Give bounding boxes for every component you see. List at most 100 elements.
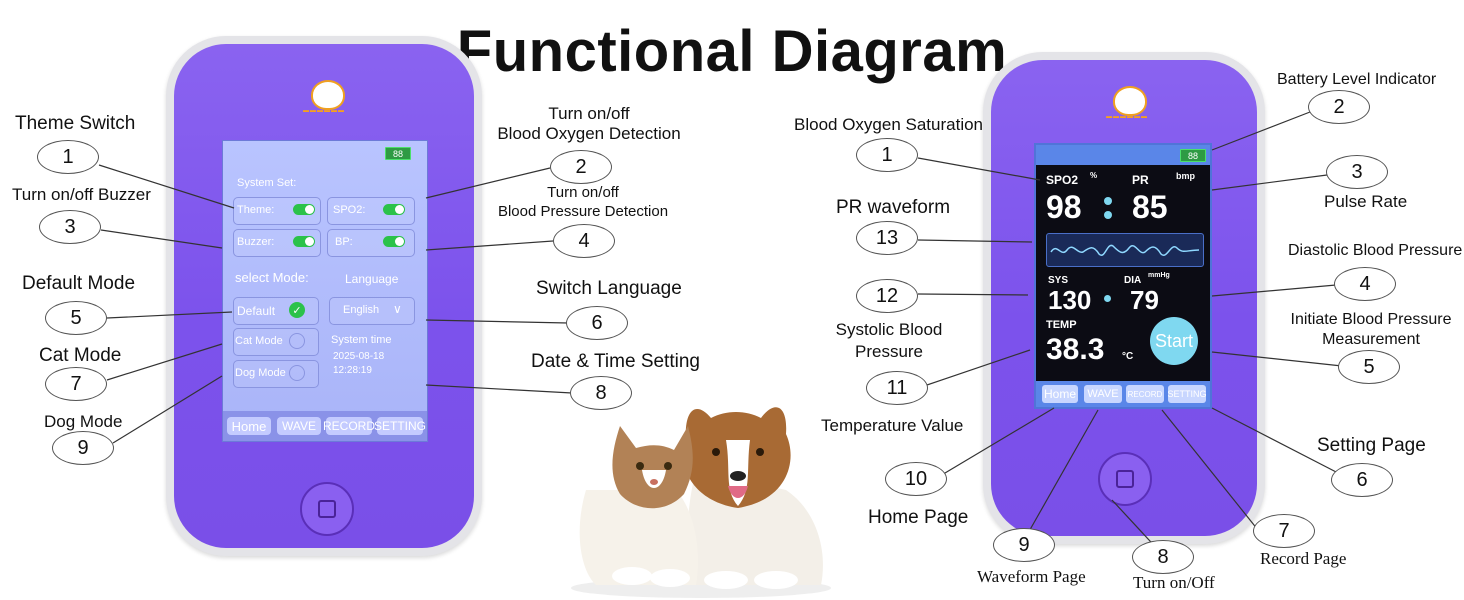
callout-number: 8 — [1132, 540, 1194, 574]
chevron-down-icon: ∨ — [393, 302, 402, 316]
callout-number: 3 — [39, 210, 101, 244]
mode-cat-label: Cat Mode — [235, 335, 283, 347]
language-dropdown[interactable] — [329, 297, 415, 325]
select-mode-label: select Mode: — [235, 270, 309, 285]
dia-value: 79 — [1130, 285, 1159, 315]
pr-waveform-panel — [1046, 233, 1204, 267]
callout-battery: Battery Level Indicator — [1277, 71, 1437, 88]
pr-unit: bmp — [1176, 171, 1195, 181]
left-nav-bar: Home WAVE RECORD SETTING — [223, 411, 427, 441]
callout-setting-page: Setting Page — [1317, 435, 1426, 456]
callout-waveform-page: Waveform Page — [977, 567, 1086, 586]
separator-dot-icon — [1104, 295, 1111, 302]
sys-value: 130 — [1048, 285, 1092, 315]
nav-wave[interactable]: WAVE — [1084, 385, 1122, 403]
callout-number: 5 — [1338, 350, 1400, 384]
callout-pulse-rate: Pulse Rate — [1324, 192, 1408, 211]
nav-setting[interactable]: SETTING — [374, 417, 427, 435]
callout-initiate-line1: Initiate Blood Pressure — [1290, 311, 1452, 328]
callout-number: 8 — [570, 376, 632, 410]
mmhg-label: mmHg — [1148, 272, 1170, 279]
callout-number: 13 — [856, 221, 918, 255]
callout-number: 9 — [993, 528, 1055, 562]
buzzer-toggle[interactable] — [293, 236, 315, 247]
system-time-value: 12:28:19 — [333, 365, 372, 376]
battery-icon: 88 — [1180, 149, 1206, 162]
mode-default-label: Default — [237, 304, 276, 318]
callout-cat-mode: Cat Mode — [39, 345, 122, 366]
callout-record-page: Record Page — [1260, 549, 1347, 568]
left-home-button[interactable] — [300, 482, 354, 536]
callout-systolic-line2: Pressure — [854, 342, 924, 361]
callout-initiate-line2: Measurement — [1322, 331, 1420, 348]
radio-empty-icon — [289, 333, 305, 349]
nav-home[interactable]: Home — [1042, 385, 1078, 403]
bp-label: BP: — [335, 236, 353, 248]
callout-dog-mode: Dog Mode — [44, 412, 123, 431]
buzzer-label: Buzzer: — [237, 236, 275, 248]
pr-value: 85 — [1132, 189, 1168, 225]
system-date-value: 2025-08-18 — [333, 351, 385, 362]
callout-number: 4 — [553, 224, 615, 258]
callout-pressure-line1: Turn on/off — [547, 184, 619, 201]
callout-home-page: Home Page — [868, 507, 969, 528]
bp-toggle[interactable] — [383, 236, 405, 247]
right-home-screen: 88 SPO2 % PR bmp 98 85 SYS DIA mmHg 130 … — [1034, 143, 1212, 409]
callout-number: 2 — [1308, 90, 1370, 124]
nav-setting[interactable]: SETTING — [1168, 385, 1207, 403]
callout-number: 12 — [856, 279, 918, 313]
sys-label: SYS — [1048, 275, 1069, 286]
status-bar — [1036, 145, 1210, 165]
start-button[interactable]: Start — [1150, 317, 1198, 365]
spo2-toggle[interactable] — [383, 204, 405, 215]
pr-label: PR — [1132, 173, 1149, 187]
callout-oxygen-line2: Blood Oxygen Detection — [497, 124, 681, 143]
brand-logo-icon: ▬▬▬▬▬▬ — [303, 108, 345, 114]
left-settings-screen: 88 System Set: Theme: SPO2: Buzzer: BP: … — [222, 140, 428, 442]
callout-number: 3 — [1326, 155, 1388, 189]
right-power-button[interactable] — [1098, 452, 1152, 506]
callout-number: 4 — [1334, 267, 1396, 301]
nav-wave[interactable]: WAVE — [277, 417, 321, 435]
callout-temperature: Temperature Value — [821, 416, 964, 435]
callout-turn-on-off: Turn on/Off — [1133, 573, 1215, 592]
callout-number: 7 — [45, 367, 107, 401]
callout-date-time: Date & Time Setting — [531, 351, 700, 372]
spo2-label: SPO2 — [1046, 173, 1079, 187]
callout-oxygen-saturation: Blood Oxygen Saturation — [794, 115, 984, 134]
callout-number: 6 — [566, 306, 628, 340]
nav-record[interactable]: RECORD — [1126, 385, 1164, 403]
spo2-unit: % — [1090, 171, 1098, 180]
callout-default-mode: Default Mode — [22, 273, 136, 294]
callout-number: 2 — [550, 150, 612, 184]
nav-home[interactable]: Home — [227, 417, 271, 435]
dog-logo-icon — [1113, 86, 1147, 116]
system-set-label: System Set: — [237, 177, 297, 189]
dog-logo-icon — [311, 80, 345, 110]
theme-toggle[interactable] — [293, 204, 315, 215]
callout-number: 6 — [1331, 463, 1393, 497]
temp-unit: °C — [1122, 351, 1134, 362]
temp-label: TEMP — [1046, 319, 1077, 331]
temp-value: 38.3 — [1046, 333, 1105, 366]
callout-number: 10 — [885, 462, 947, 496]
callout-number: 5 — [45, 301, 107, 335]
nav-record[interactable]: RECORD — [323, 417, 376, 435]
right-nav-bar: Home WAVE RECORD SETTING — [1036, 381, 1210, 407]
callout-number: 11 — [866, 371, 928, 405]
spo2-label: SPO2: — [333, 204, 366, 216]
system-time-label: System time — [331, 334, 392, 346]
callout-pressure-line2: Blood Pressure Detection — [497, 203, 669, 220]
callout-theme-switch: Theme Switch — [15, 113, 136, 134]
callout-number: 1 — [37, 140, 99, 174]
mode-dog-label: Dog Mode — [235, 367, 286, 379]
callout-systolic-line1: Systolic Blood — [835, 320, 943, 339]
dia-label: DIA — [1124, 275, 1142, 286]
callout-pr-waveform: PR waveform — [836, 197, 951, 218]
diagram-title: Functional Diagram — [456, 19, 1008, 84]
check-icon: ✓ — [289, 302, 305, 318]
radio-empty-icon — [289, 365, 305, 381]
language-label: Language — [345, 272, 399, 286]
callout-switch-language: Switch Language — [536, 278, 682, 299]
callout-oxygen-line1: Turn on/off — [548, 104, 630, 123]
